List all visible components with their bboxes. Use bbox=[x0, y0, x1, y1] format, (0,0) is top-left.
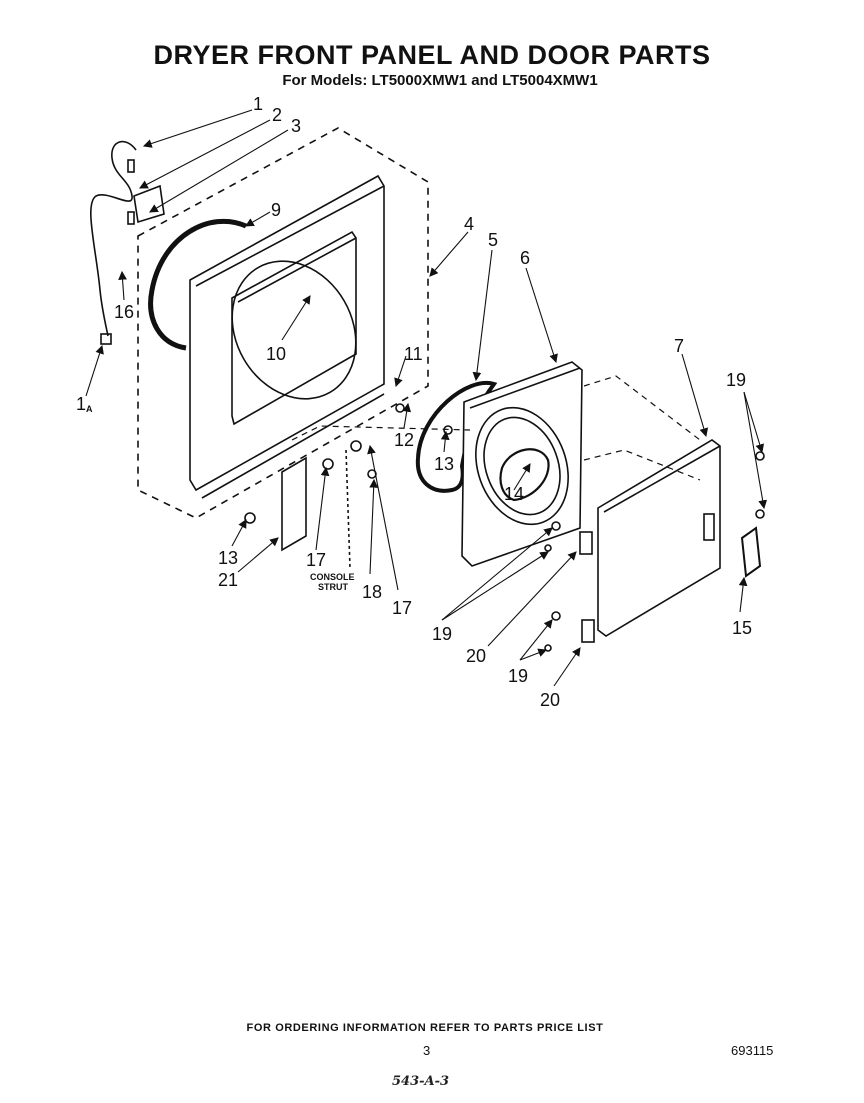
callout-20-lower: 20 bbox=[540, 690, 560, 710]
callout-21: 21 bbox=[218, 570, 238, 590]
callout-1a: 1 bbox=[76, 394, 86, 414]
callout-19-upper: 19 bbox=[432, 624, 452, 644]
callout-14: 14 bbox=[504, 484, 524, 504]
callout-18: 18 bbox=[362, 582, 382, 602]
callout-12: 12 bbox=[394, 430, 414, 450]
wiring-harness bbox=[90, 140, 137, 337]
console-strut-label-line1: CONSOLE bbox=[310, 572, 355, 582]
lower-hinge bbox=[581, 619, 595, 643]
console-strut bbox=[345, 449, 351, 569]
callout-10: 10 bbox=[266, 344, 286, 364]
inner-door bbox=[461, 361, 583, 567]
access-plate bbox=[281, 456, 307, 552]
callout-4: 4 bbox=[464, 214, 474, 234]
handwritten-reference: 543-A-3 bbox=[392, 1074, 450, 1089]
callout-5: 5 bbox=[488, 230, 498, 250]
callout-13-door: 13 bbox=[434, 454, 454, 474]
door-seal-ring bbox=[148, 218, 248, 351]
upper-hinge bbox=[579, 531, 593, 555]
front-panel bbox=[189, 174, 385, 499]
page-title: DRYER FRONT PANEL AND DOOR PARTS bbox=[153, 40, 711, 70]
callout-7: 7 bbox=[674, 336, 684, 356]
callout-15: 15 bbox=[732, 618, 752, 638]
door-handle bbox=[740, 526, 762, 578]
outer-door bbox=[597, 439, 721, 637]
switch-bracket bbox=[133, 184, 165, 224]
callout-17-left: 17 bbox=[306, 550, 326, 570]
cabinet-dashed-outline bbox=[137, 127, 429, 519]
callout-17-right: 17 bbox=[392, 598, 412, 618]
console-strut-label-line2: STRUT bbox=[318, 582, 348, 592]
callout-16: 16 bbox=[114, 302, 134, 322]
callout-9: 9 bbox=[271, 200, 281, 220]
callout-1: 1 bbox=[253, 94, 263, 114]
model-subtitle: For Models: LT5000XMW1 and LT5004XMW1 bbox=[282, 72, 598, 89]
callout-13-panel: 13 bbox=[218, 548, 238, 568]
callout-6: 6 bbox=[520, 248, 530, 268]
callout-3: 3 bbox=[291, 116, 301, 136]
document-number: 693115 bbox=[731, 1043, 774, 1058]
callout-20-upper: 20 bbox=[466, 646, 486, 666]
page-number: 3 bbox=[423, 1043, 431, 1058]
callout-2: 2 bbox=[272, 105, 282, 125]
callout-11: 11 bbox=[404, 344, 423, 364]
ordering-note: FOR ORDERING INFORMATION REFER TO PARTS … bbox=[246, 1022, 604, 1034]
callout-19-handle: 19 bbox=[726, 370, 746, 390]
callout-19-lower: 19 bbox=[508, 666, 528, 686]
callout-1a-suffix: A bbox=[86, 404, 93, 414]
